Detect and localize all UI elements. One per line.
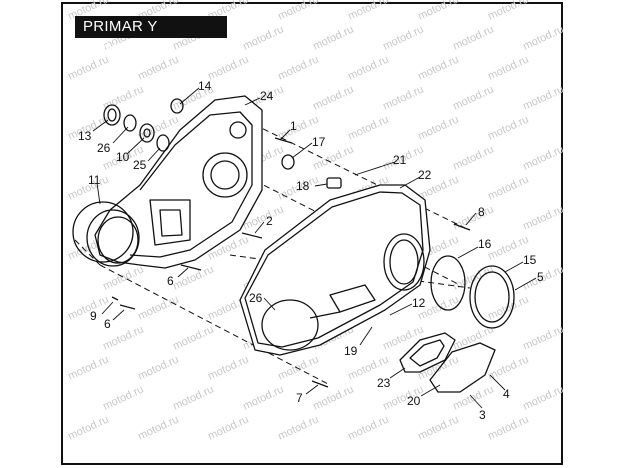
watermark-text: motod.ru [346,53,390,82]
watermark-text: motod.ru [416,53,460,82]
callout-3: 3 [479,408,486,422]
callout-6b: 6 [104,317,111,331]
watermark-text: motod.ru [486,113,530,142]
callout-20: 20 [407,394,421,408]
callout-12: 12 [412,296,426,310]
callout-4: 4 [503,387,510,401]
watermark-text: motod.ru [451,143,495,172]
callout-18: 18 [296,179,310,193]
watermark-text: motod.ru [171,323,215,352]
watermark-text: motod.ru [206,53,250,82]
watermark-text: motod.ru [66,353,110,382]
callout-17: 17 [312,135,326,149]
watermark-text: motod.ru [486,53,530,82]
watermark-text: motod.ru [381,323,425,352]
watermark-text: motod.ru [521,143,565,172]
watermark-text: motod.ru [66,413,110,442]
callout-21: 21 [393,153,407,167]
fasteners [111,137,471,388]
callout-labels: 14 24 13 26 10 25 1 17 21 22 18 11 2 8 1… [78,79,544,422]
watermark-text: motod.ru [136,293,180,322]
watermark-text: motod.ru [241,23,285,52]
watermark-text: motod.ru [276,53,320,82]
watermark-text: motod.ru [416,413,460,442]
watermark-text: motod.ru [346,113,390,142]
watermark-text: motod.ru [136,353,180,382]
callout-25: 25 [133,158,147,172]
watermark-text: motod.ru [521,323,565,352]
watermark-text: motod.ru [346,413,390,442]
callout-1: 1 [290,119,297,133]
seal-stack [103,98,184,152]
watermark-text: motod.ru [381,83,425,112]
watermark-text: motod.ru [346,0,390,23]
callout-6a: 6 [167,274,174,288]
watermark-text: motod.ru [206,413,250,442]
watermark-text: motod.ru [206,353,250,382]
diagram-title: PRIMAR Y HOUSING [75,16,227,57]
part-11-seal [72,201,140,267]
watermark-text: motod.ru [486,0,530,23]
watermark-text: motod.ru [451,203,495,232]
callout-8: 8 [478,205,485,219]
callout-24: 24 [260,89,274,103]
watermark-text: motod.ru [451,23,495,52]
watermark-text: motod.ru [276,0,320,23]
callout-23: 23 [377,376,391,390]
callout-26: 26 [97,141,111,155]
watermark-text: motod.ru [451,83,495,112]
watermark-text: motod.ru [521,83,565,112]
watermark-text: motod.ru [276,413,320,442]
watermark-text: motod.ru [381,23,425,52]
watermark-text: motod.ru [241,383,285,412]
watermark-text: motod.ru [171,383,215,412]
callout-7: 7 [296,391,303,405]
watermark-text: motod.ru [311,383,355,412]
watermark-text: motod.ru [101,83,145,112]
callout-11: 11 [88,173,101,187]
callout-19: 19 [344,344,358,358]
derby-cover-parts [430,255,515,329]
leader-lines [92,87,537,409]
watermark-text: motod.ru [486,413,530,442]
callout-9: 9 [90,309,97,323]
callout-22: 22 [418,168,432,182]
callout-15: 15 [523,253,537,267]
watermark-text: motod.ru [136,413,180,442]
watermark-text: motod.ru [101,383,145,412]
watermark-text: motod.ru [416,113,460,142]
callout-26b: 26 [249,291,263,305]
callout-14: 14 [198,79,212,93]
parts-drawing [72,95,515,393]
watermark-text: motod.ru [521,383,565,412]
watermark-text: motod.ru [311,23,355,52]
watermark-text: motod.ru [521,203,565,232]
callout-10: 10 [116,150,130,164]
outer-primary-cover [239,184,431,356]
callout-16: 16 [478,237,492,251]
watermark-text: motod.ru [416,0,460,23]
watermark-text: motod.ru [311,83,355,112]
callout-2: 2 [266,214,273,228]
watermark-text: motod.ru [521,23,565,52]
watermark-text: motod.ru [101,263,145,292]
watermark-text: motod.ru [451,263,495,292]
watermark-text: motod.ru [416,353,460,382]
callout-13: 13 [78,129,92,143]
callout-5: 5 [537,270,544,284]
inspection-cover-parts [399,332,496,393]
watermark-text: motod.ru [486,173,530,202]
